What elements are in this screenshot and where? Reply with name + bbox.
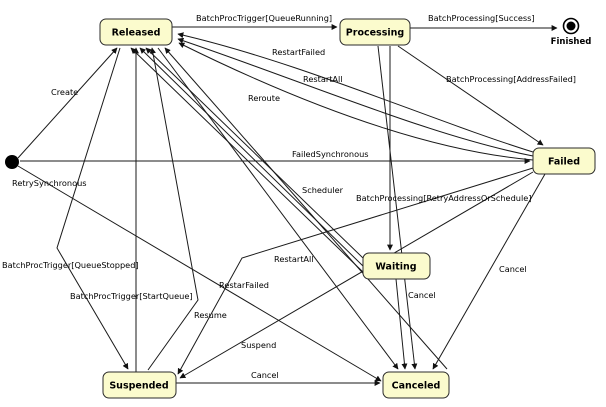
state-node-processing[interactable]: Processing: [339, 18, 411, 46]
state-waiting-shape[interactable]: [362, 252, 431, 280]
state-failed-label: Failed: [548, 157, 580, 168]
state-node-failed[interactable]: Failed: [532, 147, 596, 175]
edge-label-restartall-mid: RestartAll: [274, 254, 314, 264]
edge-released-suspended-suspend: [179, 171, 534, 379]
edge-waiting-released-scheduler: [145, 47, 364, 259]
edge-failed-released-restartfailed: [177, 32, 534, 153]
edge-label-failedsynchronous: FailedSynchronous: [292, 149, 369, 159]
edge-fanin-released-b: [130, 47, 364, 273]
edge-failed-canceled: [432, 173, 546, 370]
edge-waiting-canceled: [395, 278, 408, 370]
edge-label-restartall-top: RestartAll: [303, 74, 343, 84]
edge-label-scheduler: Scheduler: [302, 185, 344, 195]
edge-label-cancel-suspended: Cancel: [251, 370, 279, 380]
edge-label-batchprocessing-retryaddressorschedule: BatchProcessing[RetryAddressOrSchedule]: [356, 193, 531, 203]
edges-layer: [17, 24, 558, 386]
state-node-canceled[interactable]: Canceled: [382, 371, 450, 399]
edge-waiting-released-restartall: [139, 47, 364, 267]
edge-initial-released: [17, 47, 118, 159]
edge-suspended-released-resume: [147, 47, 199, 371]
state-processing-label: Processing: [346, 28, 404, 39]
state-released-label: Released: [112, 28, 161, 39]
edge-label-cancel-failed: Cancel: [499, 264, 527, 274]
state-node-suspended[interactable]: Suspended: [102, 371, 177, 399]
edge-label-reroute: Reroute: [248, 93, 280, 103]
state-failed-shape[interactable]: [532, 147, 596, 175]
state-canceled-shape[interactable]: [382, 371, 450, 399]
final-node-label: Finished: [551, 37, 592, 47]
edge-label-retrysynchronous: RetrySynchronous: [12, 178, 87, 188]
edge-label-cancel-waiting: Cancel: [408, 290, 436, 300]
edge-label-restarfailed: RestarFailed: [219, 280, 269, 290]
final-node-inner-dot: [566, 21, 576, 31]
edge-processing-canceled: [377, 45, 418, 370]
edge-failed-released-reroute: [178, 42, 534, 161]
state-suspended-shape[interactable]: [102, 371, 177, 399]
edge-label-batchproctrigger-queuerunning: BatchProcTrigger[QueueRunning]: [196, 13, 332, 23]
edge-released-canceled: [157, 47, 399, 370]
state-waiting-label: Waiting: [375, 262, 416, 273]
edge-label-resume: Resume: [194, 310, 227, 320]
state-canceled-label: Canceled: [392, 381, 441, 392]
edge-label-create: Create: [51, 87, 78, 97]
state-suspended-label: Suspended: [109, 381, 168, 392]
edge-labels-layer: BatchProcTrigger[QueueRunning] BatchProc…: [2, 13, 576, 380]
edge-label-restartfailed: RestartFailed: [272, 47, 325, 57]
state-released-shape[interactable]: [99, 18, 173, 46]
edge-initial-canceled: [17, 165, 382, 382]
initial-node: [5, 155, 19, 169]
edge-label-suspend: Suspend: [241, 340, 276, 350]
edge-label-batchproctrigger-queuestopped: BatchProcTrigger[QueueStopped]: [2, 260, 139, 270]
edge-label-batchproctrigger-startqueue: BatchProcTrigger[StartQueue]: [70, 291, 193, 301]
state-node-waiting[interactable]: Waiting: [362, 252, 431, 280]
edge-failed-suspended-restarfailed: [177, 167, 534, 375]
edge-failed-released-restartall: [177, 37, 534, 157]
state-processing-shape[interactable]: [339, 18, 411, 46]
pseudostates-layer: Finished: [5, 17, 592, 169]
edge-label-batchprocessing-addressfailed: BatchProcessing[AddressFailed]: [446, 74, 576, 84]
edge-label-batchprocessing-success: BatchProcessing[Success]: [428, 13, 535, 23]
state-node-released[interactable]: Released: [99, 18, 173, 46]
edge-released-suspended-queuestopped: [56, 47, 129, 370]
edge-processing-failed: [397, 45, 544, 146]
edge-fanin-released-a: [164, 47, 448, 370]
